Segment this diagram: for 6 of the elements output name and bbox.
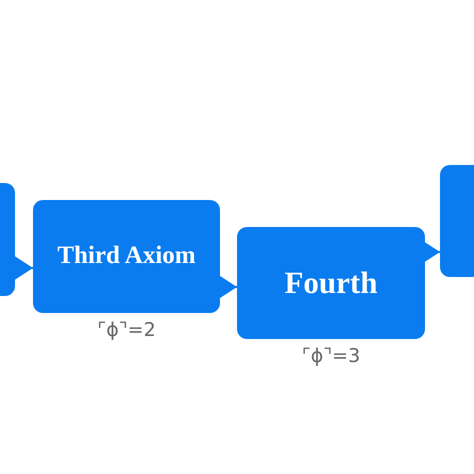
box-label: Fourth	[284, 266, 378, 300]
formula-note: ⌜ϕ⌝=3	[300, 345, 362, 367]
arrow	[13, 255, 33, 281]
arrow	[217, 274, 237, 300]
formula-note: ⌜ϕ⌝=2	[96, 319, 157, 341]
box-label: Third Axiom	[56, 243, 197, 270]
